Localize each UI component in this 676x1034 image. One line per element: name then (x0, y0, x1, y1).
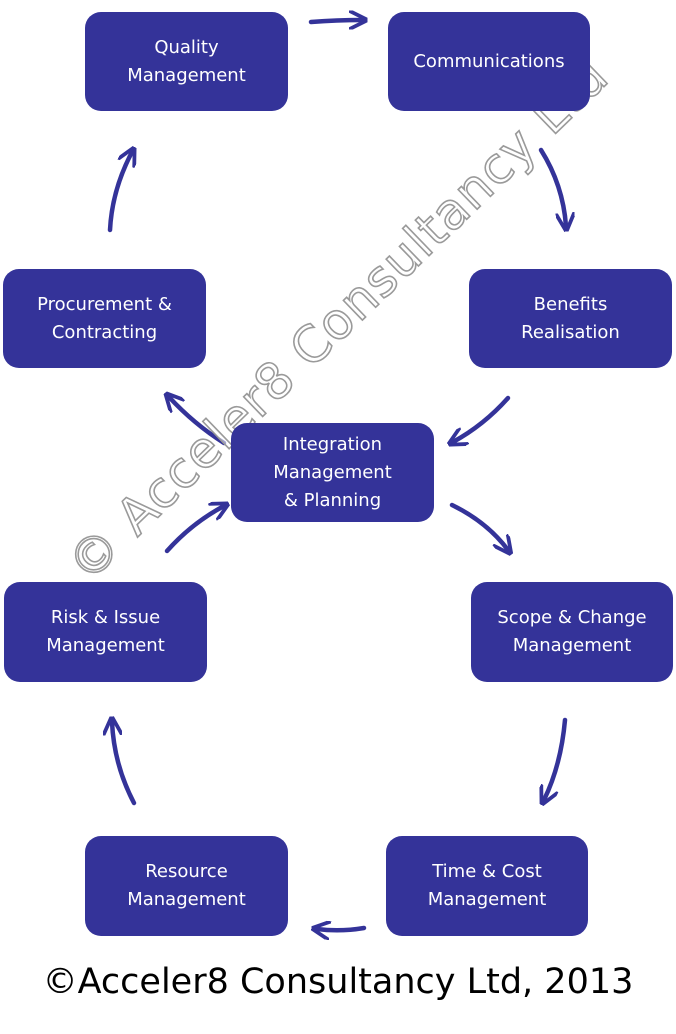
arrow-benefits-to-integration (453, 395, 511, 442)
node-label: Risk & Issue Management (46, 607, 165, 656)
node-label: Communications (413, 50, 565, 72)
arrow-communications-to-benefits (538, 147, 566, 226)
arrow-procurement-to-quality (107, 152, 132, 233)
node-quality-management: Quality Management (85, 12, 288, 111)
arrow-quality-to-communications (308, 20, 362, 22)
arrow-risk-to-integration (164, 506, 224, 554)
node-scope-change-management: Scope & Change Management (471, 582, 673, 682)
arrow-timecost-to-resource (317, 928, 367, 930)
node-label: Benefits Realisation (521, 293, 620, 343)
copyright-footer: ©Acceler8 Consultancy Ltd, 2013 (42, 962, 634, 1002)
node-label: Procurement & Contracting (37, 293, 172, 343)
node-label: Integration Management & Planning (273, 433, 392, 511)
arrow-integration-to-procurement (169, 397, 227, 446)
node-label: Resource Management (127, 861, 246, 910)
arrow-scope-to-timecost (544, 717, 568, 800)
node-benefits-realisation: Benefits Realisation (469, 269, 672, 368)
node-label: Time & Cost Management (427, 861, 547, 910)
node-risk-issue-management: Risk & Issue Management (4, 582, 207, 682)
arrow-integration-to-scope (449, 502, 508, 550)
node-resource-management: Resource Management (85, 836, 288, 936)
node-time-cost-management: Time & Cost Management (386, 836, 588, 936)
arrow-resource-to-risk (112, 722, 137, 806)
node-procurement-contracting: Procurement & Contracting (3, 269, 206, 368)
node-label: Quality Management (127, 36, 246, 86)
node-label: Scope & Change Management (497, 607, 647, 656)
node-communications: Communications (388, 12, 590, 111)
node-integration-management-planning: Integration Management & Planning (231, 423, 434, 522)
